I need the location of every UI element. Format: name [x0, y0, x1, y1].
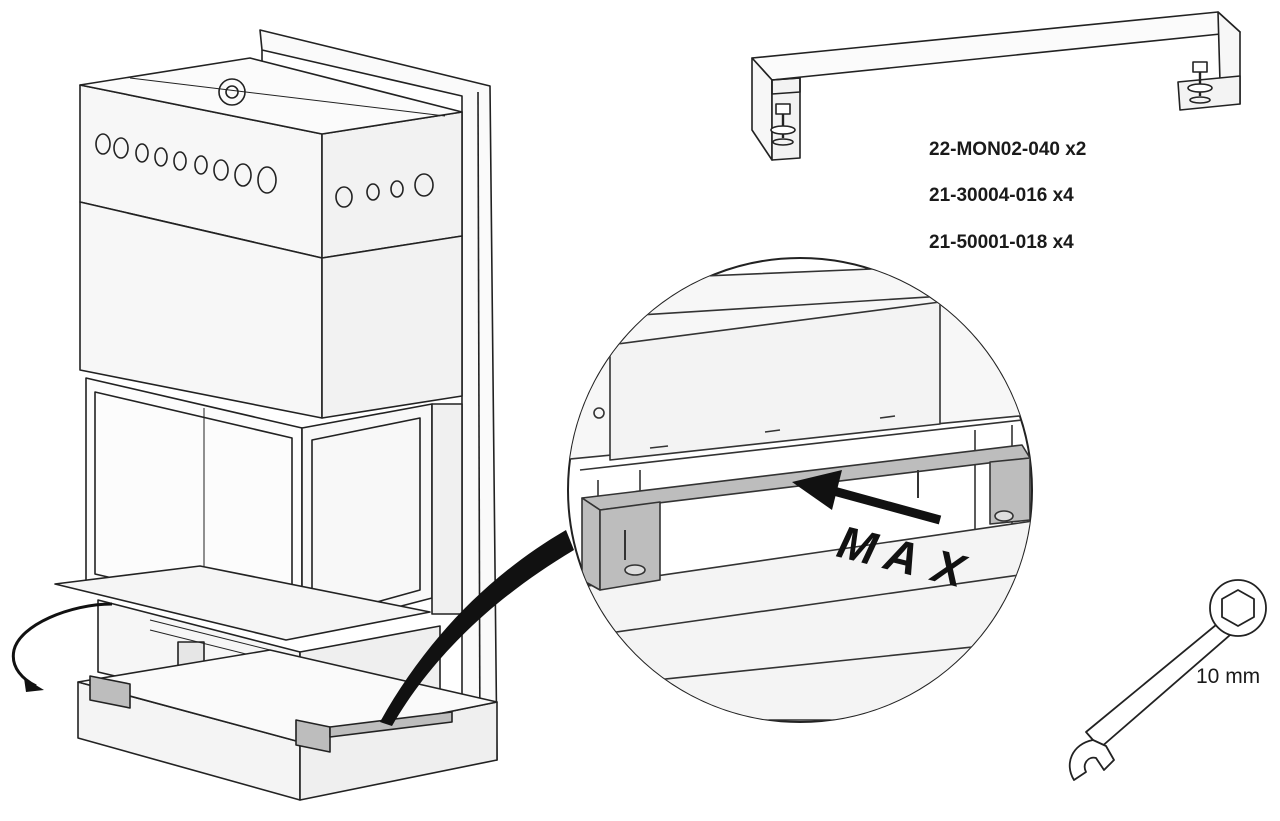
bracket-detail-right-leg — [989, 457, 1031, 525]
rotate-arrow-icon — [11, 602, 113, 692]
top-box-lid — [79, 57, 463, 135]
base-bracket-right — [295, 719, 331, 753]
wrench-icon — [1068, 579, 1267, 781]
pointer-arrow-icon — [380, 530, 574, 726]
vent-holes-side — [335, 173, 434, 208]
max-arrow-icon — [792, 470, 942, 525]
stove-unit — [54, 29, 498, 801]
ash-lip — [54, 565, 431, 641]
bracket-detail-left-leg — [581, 497, 601, 591]
vent-holes-front — [95, 133, 277, 194]
part-code-bolt: 21-30004-016 x4 — [929, 185, 1074, 206]
detail-magnifier: M A X — [567, 257, 1033, 723]
top-flue-ring — [218, 78, 246, 106]
base-bracket-left — [89, 675, 131, 709]
bracket-icon — [751, 11, 1241, 161]
part-code-washer: 21-50001-018 x4 — [929, 232, 1074, 253]
part-code-bracket: 22-MON02-040 x2 — [929, 139, 1087, 160]
wrench-size-label: 10 mm — [1196, 665, 1261, 688]
middle-box-side — [321, 235, 463, 419]
